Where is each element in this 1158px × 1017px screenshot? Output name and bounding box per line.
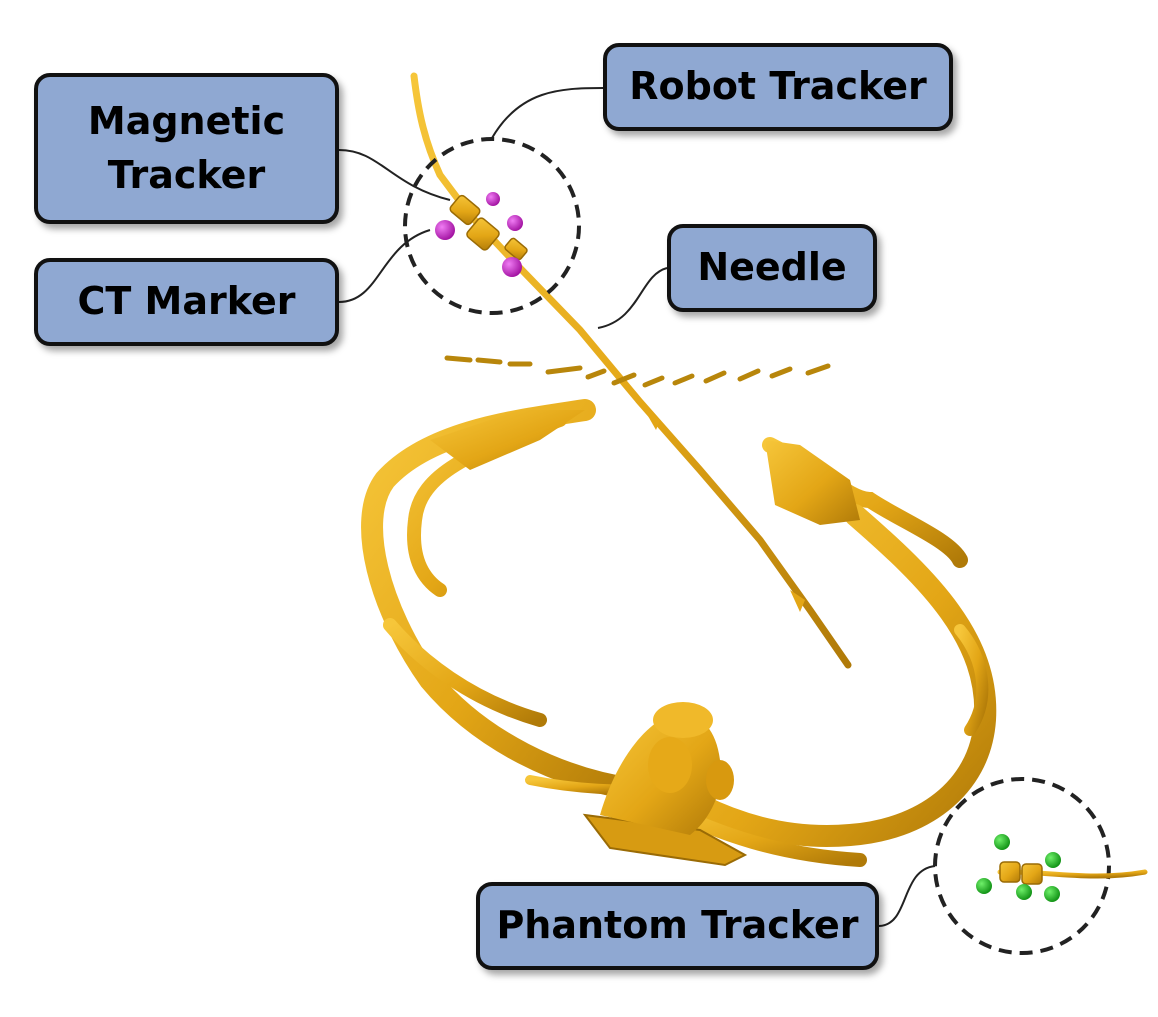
- robot-tracker-text: Robot Tracker: [629, 64, 927, 109]
- phantom-marker-spheres: [976, 834, 1061, 902]
- ct-leader-line: [338, 229, 431, 303]
- fragment-row: [444, 355, 831, 388]
- leader-lines: [338, 87, 936, 927]
- phantom-tracker-label: Phantom Tracker: [476, 882, 879, 970]
- magnetic-tracker-text: Magnetic Tracker: [87, 98, 286, 197]
- phantom-tracker-sensor: [997, 861, 1148, 885]
- needle-text: Needle: [697, 245, 847, 290]
- phantom-leader-line: [878, 865, 936, 927]
- magnetic-leader-line: [338, 149, 451, 201]
- robot-tracker-highlight-circle: [403, 137, 581, 315]
- spine-vertebra: [582, 702, 748, 867]
- needle-leader-line: [597, 267, 668, 329]
- phantom-tracker-highlight-circle: [933, 777, 1111, 955]
- magnetic-tracker-label: Magnetic Tracker: [34, 73, 339, 224]
- right-rib-flare: [765, 440, 860, 525]
- robot-tracker-label: Robot Tracker: [603, 43, 953, 131]
- ct-marker-spheres: [435, 192, 523, 277]
- robot-leader-line: [491, 87, 604, 139]
- ct-marker-text: CT Marker: [77, 279, 296, 324]
- ct-marker-label: CT Marker: [34, 258, 339, 346]
- left-rib-flare: [430, 410, 585, 470]
- phantom-tracker-text: Phantom Tracker: [496, 903, 859, 948]
- needle-label: Needle: [667, 224, 877, 312]
- magnetic-tracker-sensor: [449, 194, 528, 261]
